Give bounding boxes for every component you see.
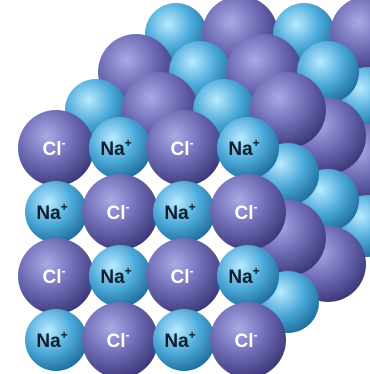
sodium-ion-sphere bbox=[153, 309, 215, 371]
chloride-ion-sphere bbox=[82, 302, 158, 374]
chloride-ion-sphere bbox=[146, 110, 222, 186]
sodium-ion-sphere bbox=[89, 117, 151, 179]
sodium-ion-sphere bbox=[153, 181, 215, 243]
sodium-ion-sphere bbox=[25, 309, 87, 371]
sodium-ion-sphere bbox=[89, 245, 151, 307]
chloride-ion-sphere bbox=[210, 174, 286, 250]
sodium-ion-sphere bbox=[217, 245, 279, 307]
chloride-ion-sphere bbox=[82, 174, 158, 250]
sodium-ion-sphere bbox=[217, 117, 279, 179]
sodium-ion-sphere bbox=[25, 181, 87, 243]
chloride-ion-sphere bbox=[146, 238, 222, 314]
chloride-ion-sphere bbox=[18, 238, 94, 314]
chloride-ion-sphere bbox=[18, 110, 94, 186]
chloride-ion-sphere bbox=[210, 302, 286, 374]
